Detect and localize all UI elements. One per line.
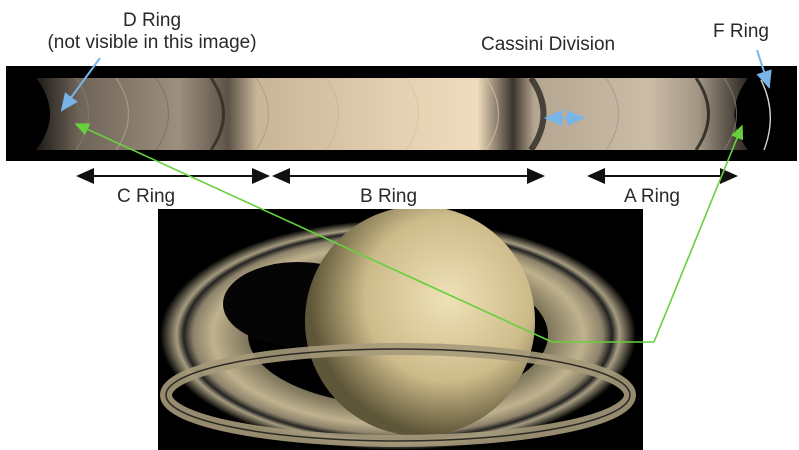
ring-band <box>36 78 748 150</box>
saturn-graphic <box>160 209 636 450</box>
saturn-planet <box>305 209 535 436</box>
d-ring-label-line1: D Ring <box>122 10 182 31</box>
a-ring-label: A Ring <box>624 186 680 207</box>
saturn-image <box>158 209 643 450</box>
d-ring-label-line2: (not visible in this image) <box>47 32 257 53</box>
d-ring-label: D Ring (not visible in this image) <box>14 10 290 54</box>
f-ring-label: F Ring <box>713 21 769 42</box>
ring-strip-graphic <box>6 76 797 152</box>
b-ring-label: B Ring <box>360 186 418 207</box>
cassini-division-label: Cassini Division <box>481 34 616 55</box>
ring-strip-image <box>6 66 797 161</box>
c-ring-label: C Ring <box>117 186 176 207</box>
